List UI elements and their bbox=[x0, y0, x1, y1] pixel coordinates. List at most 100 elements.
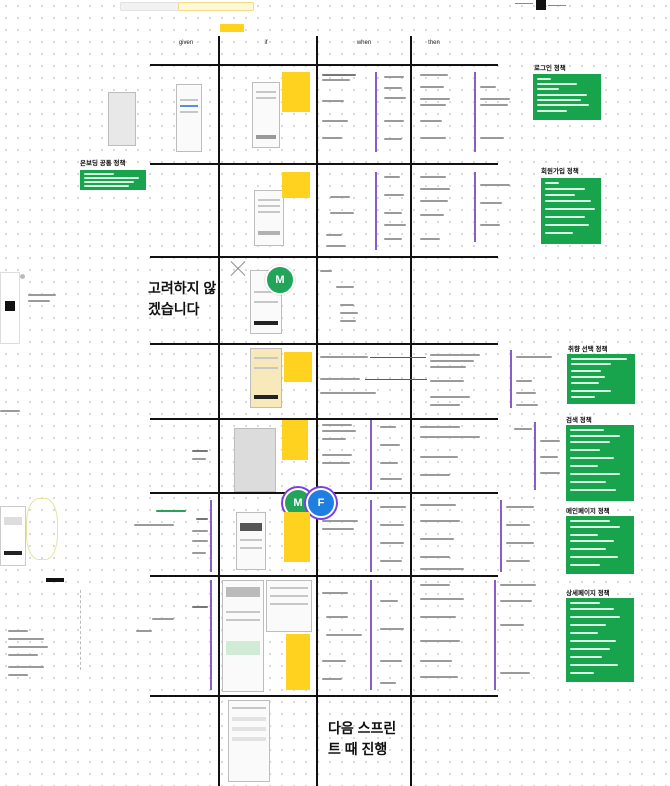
when-text bbox=[320, 270, 332, 272]
detail-page-mockup[interactable] bbox=[266, 580, 312, 632]
flow-bracket bbox=[500, 500, 502, 572]
when-text bbox=[384, 87, 402, 89]
when-text bbox=[322, 520, 358, 522]
then-text bbox=[430, 396, 470, 398]
then-text bbox=[420, 616, 456, 618]
then-text bbox=[420, 74, 448, 76]
then-text bbox=[420, 660, 452, 662]
main-page-sticky-note[interactable] bbox=[284, 512, 310, 562]
signup-sticky-note[interactable] bbox=[282, 172, 310, 198]
top-link-bar[interactable] bbox=[178, 2, 254, 11]
then-text bbox=[420, 568, 464, 570]
given-text bbox=[192, 606, 208, 608]
login-policy-card[interactable] bbox=[533, 74, 601, 120]
grid-divider-given-if bbox=[218, 36, 220, 786]
next-sprint-mockup[interactable] bbox=[228, 700, 270, 782]
given-text bbox=[156, 510, 186, 512]
then-text bbox=[420, 238, 440, 240]
when-text bbox=[384, 138, 402, 140]
main-page-policy-card[interactable] bbox=[566, 516, 634, 574]
offscreen-label bbox=[46, 578, 64, 582]
given-text bbox=[134, 524, 174, 526]
detail-page-policy-title: 상세페이지 정책 bbox=[566, 590, 610, 597]
then-text bbox=[480, 202, 502, 204]
top-sticky-note[interactable] bbox=[220, 24, 244, 32]
then-text bbox=[500, 624, 524, 626]
when-text bbox=[384, 97, 406, 99]
then-text bbox=[480, 184, 510, 186]
then-text bbox=[420, 640, 460, 642]
row-divider bbox=[150, 256, 498, 258]
onboarding-phone-mockup[interactable] bbox=[108, 92, 136, 146]
detail-page-policy-card[interactable] bbox=[566, 598, 634, 682]
column-header-given: given bbox=[178, 40, 194, 46]
row-divider bbox=[150, 163, 498, 165]
when-text bbox=[320, 356, 368, 358]
when-text bbox=[380, 628, 404, 630]
offscreen-note-dot bbox=[20, 274, 25, 279]
given-text bbox=[192, 450, 208, 452]
search-screen-mockup[interactable] bbox=[234, 428, 276, 492]
when-text bbox=[384, 212, 402, 214]
then-text bbox=[420, 538, 454, 540]
login-screen-mockup[interactable] bbox=[252, 82, 280, 148]
when-text bbox=[322, 430, 356, 432]
then-text bbox=[420, 436, 480, 438]
onboarding-policy-card[interactable] bbox=[80, 170, 146, 190]
when-text bbox=[380, 542, 404, 544]
then-text bbox=[420, 676, 458, 678]
flow-bracket bbox=[210, 580, 212, 690]
login-sticky-note[interactable] bbox=[282, 72, 310, 112]
then-text bbox=[420, 504, 456, 506]
skip-annotation: 고려하지 않겠습니다 bbox=[148, 280, 217, 317]
row-divider bbox=[150, 695, 498, 697]
signup-screen-mockup[interactable] bbox=[254, 190, 284, 246]
given-text bbox=[192, 458, 206, 460]
detail-page-sticky-note[interactable] bbox=[286, 634, 310, 690]
onboarding-policy-title: 온보딩 공통 정책 bbox=[80, 160, 126, 167]
signup-policy-card[interactable] bbox=[541, 178, 601, 244]
then-text bbox=[430, 404, 460, 406]
onboarding-login-mockup[interactable] bbox=[176, 84, 202, 152]
preference-policy-title: 취향 선택 정책 bbox=[568, 346, 608, 353]
then-text bbox=[420, 520, 460, 522]
when-text bbox=[330, 212, 354, 214]
offscreen-frame[interactable] bbox=[0, 506, 26, 566]
when-text bbox=[380, 478, 402, 480]
when-text bbox=[384, 238, 402, 240]
then-text bbox=[430, 380, 464, 382]
search-sticky-note[interactable] bbox=[282, 420, 308, 460]
preference-policy-card[interactable] bbox=[567, 354, 635, 404]
main-page-policy-title: 메인페이지 정책 bbox=[566, 508, 610, 515]
offscreen-list[interactable] bbox=[8, 628, 54, 680]
when-text bbox=[322, 438, 346, 440]
column-header-then: then bbox=[428, 40, 440, 46]
scribble-annotation bbox=[26, 498, 58, 560]
when-text bbox=[322, 137, 342, 139]
when-text bbox=[322, 462, 350, 464]
then-text bbox=[500, 600, 532, 602]
then-text bbox=[480, 98, 510, 100]
flow-bracket bbox=[375, 172, 377, 250]
collaborator-avatar[interactable]: F bbox=[306, 488, 336, 518]
when-text bbox=[384, 194, 404, 196]
main-page-mockup[interactable] bbox=[236, 512, 266, 570]
flow-bracket bbox=[210, 500, 212, 572]
when-text bbox=[322, 424, 352, 426]
when-text bbox=[326, 234, 342, 236]
given-text bbox=[192, 552, 206, 554]
then-text bbox=[506, 524, 530, 526]
column-header-when: when bbox=[356, 40, 372, 46]
then-text bbox=[516, 404, 538, 406]
top-input-bar[interactable] bbox=[120, 2, 179, 11]
detail-page-mockup[interactable] bbox=[222, 580, 264, 692]
then-text bbox=[480, 137, 504, 139]
search-policy-card[interactable] bbox=[566, 425, 634, 501]
when-text bbox=[322, 660, 346, 662]
preference-screen-mockup[interactable] bbox=[250, 348, 282, 408]
grid-divider-if-when bbox=[316, 36, 318, 786]
offscreen-frame[interactable] bbox=[0, 272, 20, 344]
preference-sticky-note[interactable] bbox=[284, 352, 312, 382]
then-text bbox=[500, 584, 536, 586]
collaborator-avatar[interactable]: M bbox=[265, 265, 295, 295]
